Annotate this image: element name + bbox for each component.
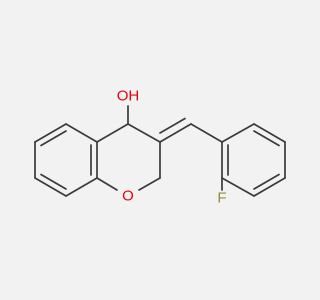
pyran-ring xyxy=(96,123,161,191)
fluorophenyl-ring xyxy=(190,123,286,197)
molecule-structure: OH O F xyxy=(34,88,286,207)
fluorine-label: F xyxy=(217,190,226,207)
structure-canvas: OH O F xyxy=(34,87,286,207)
benzo-ring xyxy=(34,123,98,197)
exocyclic-double-bond xyxy=(159,117,192,143)
hydroxyl-label: OH xyxy=(117,88,140,105)
ring-oxygen-label: O xyxy=(122,188,134,205)
